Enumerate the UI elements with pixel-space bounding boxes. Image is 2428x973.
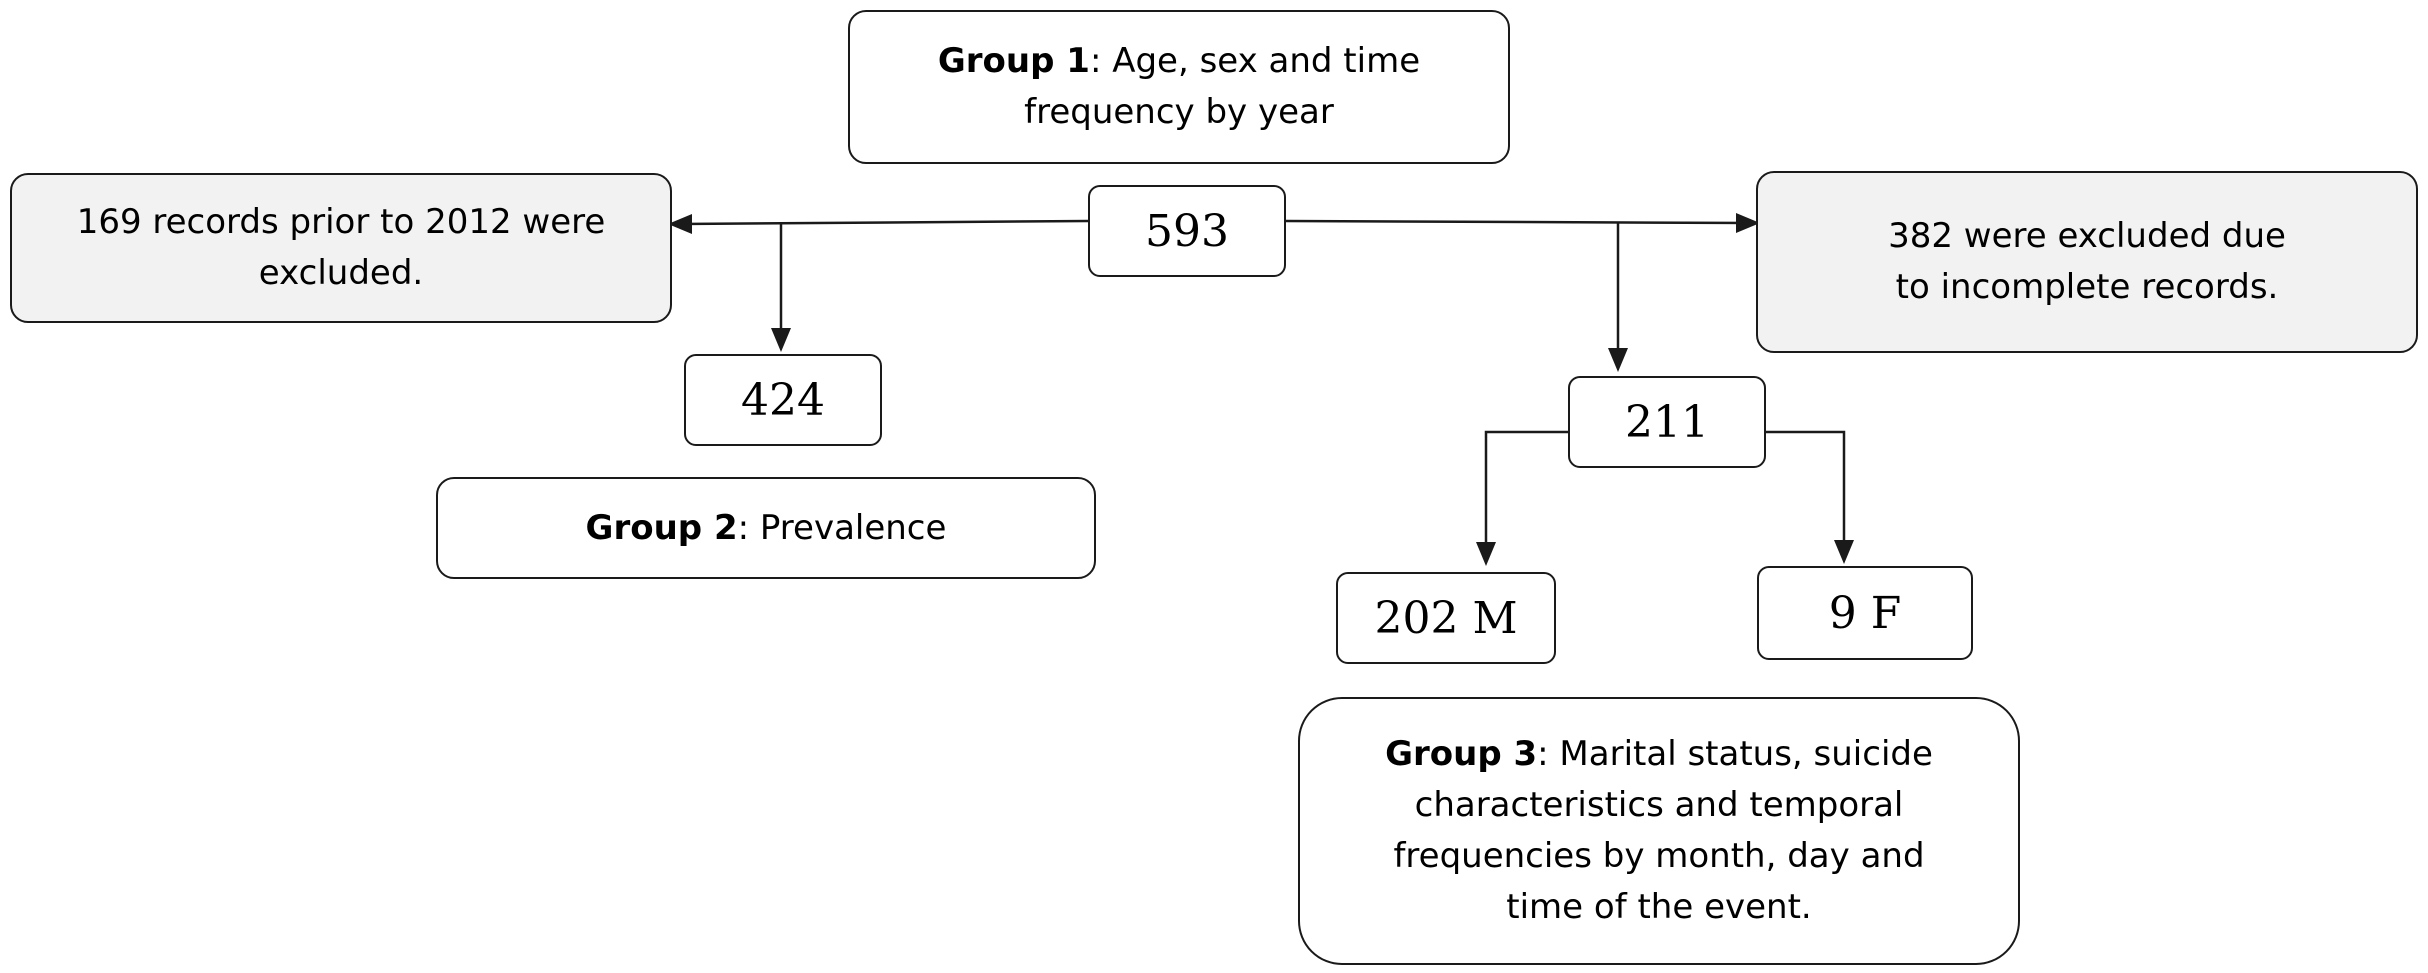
excluded-incomplete-text: 382 were excluded due to incomplete reco…: [1888, 216, 2286, 307]
group3-box: Group 3: Marital status, suicide charact…: [1298, 697, 2020, 965]
group2-description: : Prevalence: [737, 507, 947, 548]
prevalence-count-value: 424: [741, 374, 825, 426]
group2-label: Group 2: [585, 507, 738, 548]
total-box: 593: [1088, 185, 1286, 277]
arrow-to-excluded-prior: [679, 219, 1089, 226]
complete-count-value: 211: [1625, 396, 1709, 448]
arrow-to-excluded-incomplete: [1285, 219, 1753, 225]
female-count-box: 9 F: [1757, 566, 1973, 660]
prevalence-count-box: 424: [684, 354, 882, 446]
arrowhead-9f: [1834, 540, 1854, 564]
male-count-value: 202 M: [1374, 592, 1518, 644]
excluded-prior-box: 169 records prior to 2012 were excluded.: [10, 173, 672, 323]
total-value: 593: [1145, 205, 1229, 257]
group1-text: Group 1: Age, sex and time frequency by …: [850, 36, 1508, 138]
excluded-incomplete-box: 382 were excluded due to incomplete reco…: [1756, 171, 2418, 353]
group2-box: Group 2: Prevalence: [436, 477, 1096, 579]
complete-count-box: 211: [1568, 376, 1766, 468]
arrowhead-211: [1608, 348, 1628, 372]
group1-description: : Age, sex and time frequency by year: [1024, 41, 1421, 132]
group1-label: Group 1: [937, 41, 1090, 81]
female-count-value: 9 F: [1828, 587, 1902, 639]
excluded-prior-text: 169 records prior to 2012 were excluded.: [76, 202, 606, 293]
arrowhead-202m: [1476, 542, 1496, 566]
arrowhead-424: [771, 328, 791, 352]
group1-box: Group 1: Age, sex and time frequency by …: [848, 10, 1510, 164]
group3-text: Group 3: Marital status, suicide charact…: [1350, 729, 1968, 933]
arrow-to-202m: [1484, 430, 1568, 545]
male-count-box: 202 M: [1336, 572, 1556, 664]
arrowhead-left: [668, 214, 692, 234]
group3-label: Group 3: [1385, 734, 1538, 774]
arrowhead-right: [1736, 213, 1760, 233]
group3-description: : Marital status, suicide characteristic…: [1393, 734, 1933, 927]
arrow-to-9f: [1766, 430, 1846, 540]
group2-text: Group 2: Prevalence: [586, 503, 947, 554]
